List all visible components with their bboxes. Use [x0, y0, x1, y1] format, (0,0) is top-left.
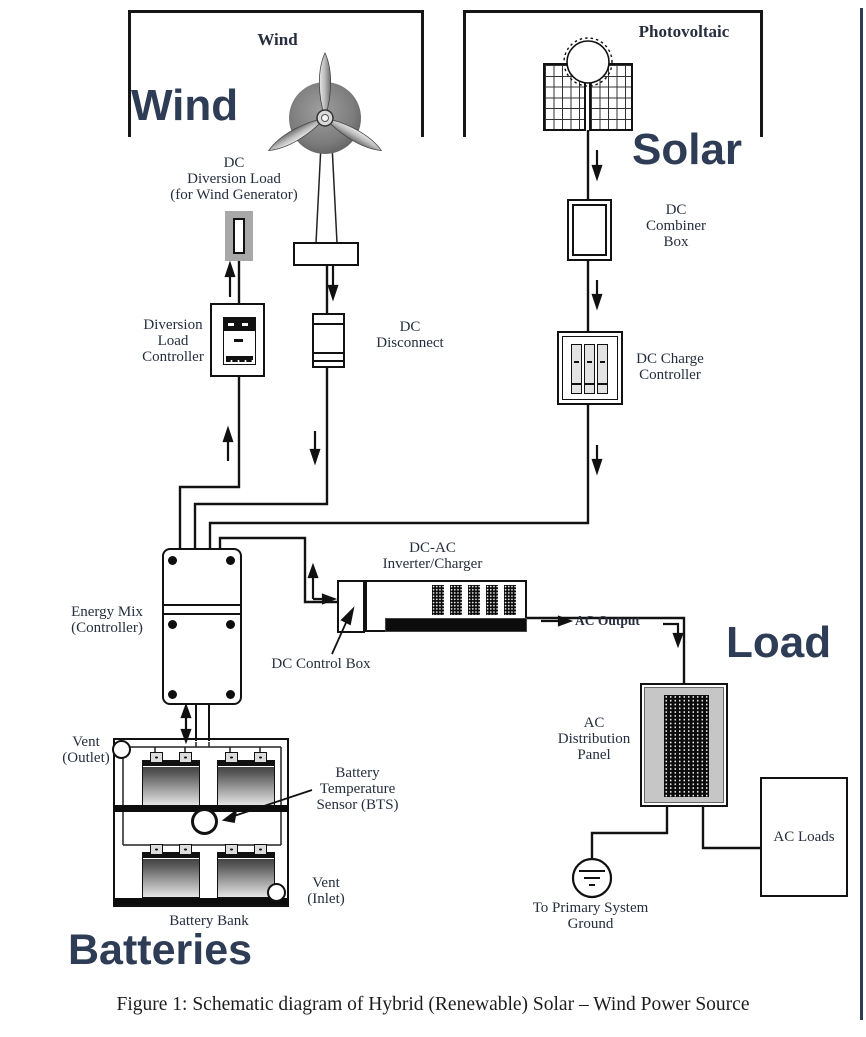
double-headed-arrow-icon: [180, 702, 192, 745]
battery-bus-channel: [195, 704, 210, 741]
ac-loads-box: [760, 777, 848, 897]
arrow-up-icon: [224, 260, 236, 297]
inverter-vent: [468, 585, 480, 615]
ground-symbol-icon: [571, 857, 613, 899]
arrow-down-icon: [309, 431, 321, 466]
turbine-base-box: [293, 242, 359, 266]
wire-energymix-to-diversioncontroller: [178, 377, 241, 548]
energy-mix-divider: [164, 604, 240, 615]
energy-mix-controller-box: [162, 548, 242, 705]
arrow-down-icon: [591, 150, 603, 182]
arrow-right-icon: [541, 615, 574, 627]
wire-acpanel-to-ground: [590, 806, 669, 859]
breaker-strip: [664, 695, 709, 797]
wire-disconnect-to-energymix: [193, 367, 329, 548]
inverter-base-bar: [385, 618, 527, 632]
dc-control-box: [337, 580, 365, 633]
inverter-charger-box: [365, 580, 527, 632]
battery: [142, 844, 200, 898]
breaker-bar: [584, 344, 595, 394]
dc-combiner-box: [567, 199, 612, 261]
ac-output-label: AC Output: [575, 613, 640, 628]
battery: [217, 752, 275, 806]
elbow-arrow-down-icon: [663, 622, 684, 649]
inverter-vent: [486, 585, 498, 615]
solar-panel-right: [589, 63, 633, 131]
solar-panel-left: [543, 63, 586, 131]
battery-bank-label: Battery Bank: [169, 913, 249, 929]
battery-bank-box: [113, 738, 289, 907]
battery: [142, 752, 200, 806]
photovoltaic-section-frame: [463, 10, 763, 137]
ac-loads-label: AC Loads: [773, 829, 835, 845]
dc-disconnect-box: [312, 313, 345, 368]
arrow-down-icon: [591, 280, 603, 311]
vent-outlet-icon: [112, 740, 131, 759]
vent-inlet-label: Vent(Inlet): [307, 875, 345, 907]
diversion-load-controller-box: [210, 303, 265, 377]
turbine-tower: [315, 124, 338, 244]
breaker-bar: [597, 344, 608, 394]
inverter-vent: [504, 585, 516, 615]
ac-distribution-panel-box: [640, 683, 728, 807]
wire-chargecontroller-to-energymix: [208, 403, 590, 548]
wind-section-title: Wind: [257, 30, 298, 49]
battery: [217, 844, 275, 898]
arrow-up-icon: [222, 425, 234, 461]
bts-sensor-icon: [191, 808, 218, 835]
battery-shelf: [113, 898, 289, 905]
inverter-vent: [450, 585, 462, 615]
vent-inlet-icon: [267, 883, 286, 902]
elbow-arrow-up-right-icon: [307, 562, 338, 605]
photovoltaic-section-title: Photovoltaic: [638, 22, 730, 41]
wind-section-frame: [128, 10, 424, 137]
contactor-icon: [223, 317, 256, 365]
inverter-vent: [432, 585, 444, 615]
energy-mix-label: Energy Mix(Controller): [71, 604, 143, 636]
dc-control-box-label: DC Control Box: [271, 656, 371, 672]
vent-outlet-label: Vent(Outlet): [62, 734, 110, 766]
figure-caption: Figure 1: Schematic diagram of Hybrid (R…: [116, 994, 750, 1015]
dc-diversion-load-box: [225, 211, 253, 261]
arrow-down-icon: [591, 445, 603, 476]
annotation-load: Load: [726, 618, 832, 667]
page-edge-line: [860, 8, 863, 1020]
diversion-load-slot: [233, 218, 245, 254]
wire-acpanel-to-acloads: [701, 806, 761, 850]
annotation-batteries: Batteries: [68, 926, 253, 974]
annotation-solar: Solar: [632, 125, 743, 174]
arrow-down-icon: [327, 266, 339, 302]
breaker-bar: [571, 344, 582, 394]
annotation-wind: Wind: [131, 81, 239, 130]
